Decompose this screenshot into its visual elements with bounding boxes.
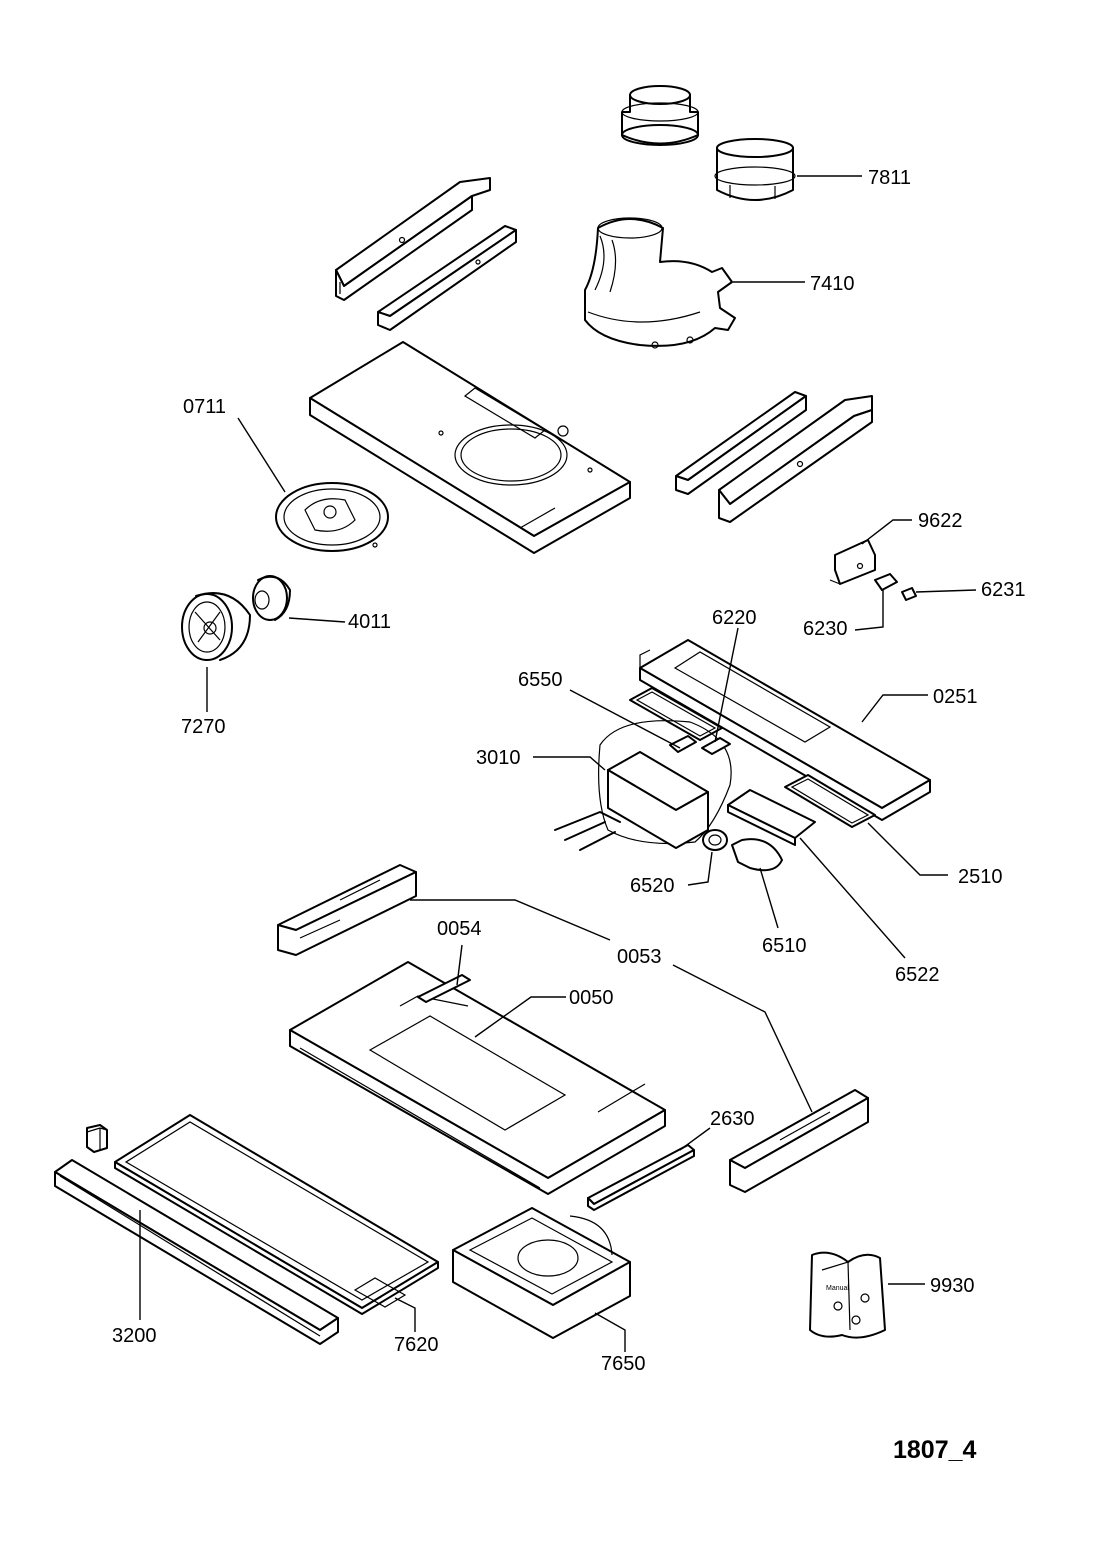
rail-upper-right — [377, 225, 517, 331]
leader-0053-right — [672, 964, 813, 1113]
part-7620-filter-frame — [114, 1114, 439, 1315]
label-6520: 6520 — [630, 875, 675, 897]
part-6520-lamp-holder — [702, 829, 728, 851]
rail-mid-left — [675, 391, 807, 495]
part-labels: 7811 7410 0711 9622 6231 6230 4011 6220 … — [112, 167, 1026, 1375]
part-0711-motor-plate — [275, 482, 389, 552]
label-6220: 6220 — [712, 607, 757, 629]
leader-2510 — [867, 822, 948, 876]
part-7410-blower — [584, 217, 736, 349]
leader-6520 — [687, 851, 713, 886]
label-6230: 6230 — [803, 618, 848, 640]
label-3010: 3010 — [476, 747, 521, 769]
part-9622-bracket — [829, 539, 876, 585]
leader-lines — [139, 175, 977, 1352]
part-0053-profile-left — [277, 864, 417, 956]
part-7270-impeller — [181, 592, 251, 661]
leader-6550 — [569, 689, 681, 749]
label-6231: 6231 — [981, 579, 1026, 601]
part-6510-bulb — [731, 838, 783, 872]
hood-body-top — [309, 341, 631, 554]
leader-7620 — [394, 1297, 416, 1332]
part-4011-motor — [252, 575, 291, 621]
part-6522-lamp-cover — [727, 789, 816, 846]
leader-0053-left — [410, 899, 611, 941]
label-6550: 6550 — [518, 669, 563, 691]
leader-0050 — [474, 996, 566, 1038]
part-2510-filter-a — [629, 687, 723, 741]
label-4011: 4011 — [348, 611, 391, 633]
label-7650: 7650 — [601, 1353, 646, 1375]
leader-3010 — [533, 756, 606, 771]
bag-text: Manual — [826, 1285, 849, 1292]
label-3200: 3200 — [112, 1325, 157, 1347]
label-9930: 9930 — [930, 1275, 975, 1297]
leader-7650 — [594, 1312, 626, 1352]
label-0053: 0053 — [617, 946, 662, 968]
part-6231-clip — [901, 587, 917, 601]
label-0054: 0054 — [437, 918, 482, 940]
part-2630-slide — [587, 1144, 695, 1211]
part-0050-chassis — [289, 961, 666, 1195]
duct-collar — [621, 85, 699, 146]
diagram-code: 1807_4 — [893, 1436, 977, 1464]
leader-6230 — [854, 590, 884, 631]
part-6230-switch — [874, 573, 898, 591]
part-9930-accessory-bag: Manual — [809, 1251, 886, 1339]
label-0050: 0050 — [569, 987, 614, 1009]
leader-6231 — [915, 589, 977, 593]
label-6510: 6510 — [762, 935, 807, 957]
rail-upper-left — [335, 177, 491, 301]
label-0711: 0711 — [183, 396, 226, 418]
label-0251: 0251 — [933, 686, 978, 708]
label-7410: 7410 — [810, 273, 855, 295]
leader-6510 — [759, 867, 779, 929]
label-9622: 9622 — [918, 510, 963, 532]
label-2510: 2510 — [958, 866, 1003, 888]
end-cap — [86, 1124, 108, 1153]
part-7650-tray — [452, 1207, 631, 1339]
part-2510-filter-b — [784, 774, 876, 828]
label-6522: 6522 — [895, 964, 940, 986]
label-7270: 7270 — [181, 716, 226, 738]
part-0053-profile-right — [729, 1089, 869, 1193]
leader-6522 — [799, 837, 906, 959]
part-3200-front-panel — [54, 1159, 339, 1345]
label-7620: 7620 — [394, 1334, 439, 1356]
label-7811: 7811 — [868, 167, 911, 189]
part-3010-control-box — [554, 720, 732, 851]
leader-9622 — [861, 519, 912, 545]
rail-mid-right — [718, 395, 873, 523]
leader-0711 — [237, 417, 286, 493]
part-0251-frame — [639, 639, 931, 821]
leader-0251 — [861, 694, 928, 723]
leader-0054 — [456, 944, 463, 986]
leader-4011 — [288, 617, 346, 623]
part-7811-ring — [714, 138, 796, 201]
leader-6220 — [714, 627, 739, 743]
label-2630: 2630 — [710, 1108, 755, 1130]
leader-2630 — [679, 1127, 711, 1151]
